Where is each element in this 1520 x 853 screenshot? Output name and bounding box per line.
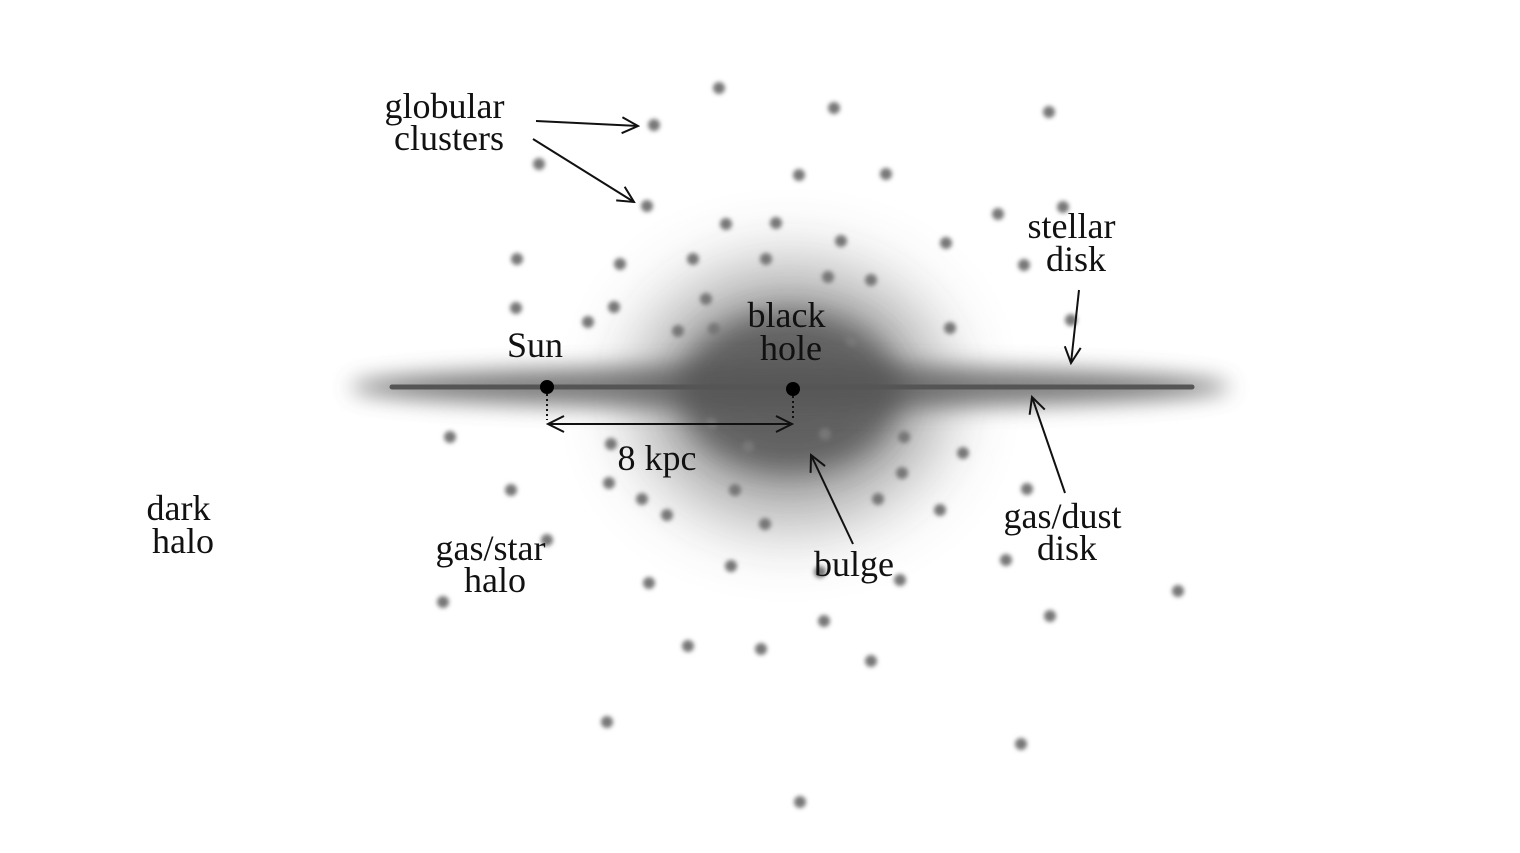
globular-cluster-dot xyxy=(1000,554,1012,566)
globular-cluster-dot xyxy=(641,200,653,212)
globular-cluster-dot xyxy=(605,438,617,450)
globular-cluster-dot xyxy=(444,431,456,443)
sun-label: Sun xyxy=(507,325,563,365)
globular-cluster-dot xyxy=(713,82,725,94)
globular-cluster-dot xyxy=(608,301,620,313)
black-hole-marker xyxy=(786,382,800,396)
globular-cluster-dot xyxy=(729,484,741,496)
globular-cluster-dot xyxy=(742,441,754,453)
globular-clusters-arrow-1 xyxy=(536,121,638,126)
globular-cluster-dot xyxy=(636,493,648,505)
globular-cluster-dot xyxy=(828,102,840,114)
globular-cluster-dot xyxy=(708,323,720,335)
globular-cluster-dot xyxy=(505,484,517,496)
globular-cluster-dot xyxy=(898,431,910,443)
globular-cluster-dot xyxy=(648,119,660,131)
black-hole-label: black hole xyxy=(748,295,835,368)
globular-cluster-dot xyxy=(846,334,858,346)
gas-star-halo-label: gas/star halo xyxy=(436,528,555,600)
globular-cluster-dot xyxy=(661,509,673,521)
globular-cluster-dot xyxy=(944,322,956,334)
globular-cluster-dot xyxy=(835,235,847,247)
globular-clusters-label: globular clusters xyxy=(385,86,514,158)
globular-cluster-dot xyxy=(822,271,834,283)
sun-marker xyxy=(540,380,554,394)
globular-cluster-dot xyxy=(794,796,806,808)
globular-cluster-dot xyxy=(894,574,906,586)
globular-cluster-dot xyxy=(934,504,946,516)
stellar-disk-label: stellar disk xyxy=(1028,206,1125,279)
globular-cluster-dot xyxy=(1043,106,1055,118)
globular-cluster-dot xyxy=(643,577,655,589)
globular-cluster-dot xyxy=(1018,259,1030,271)
globular-clusters-arrow-2 xyxy=(533,139,634,202)
globular-cluster-dot xyxy=(872,493,884,505)
globular-cluster-dot xyxy=(533,158,545,170)
globular-cluster-dot xyxy=(755,643,767,655)
bulge-label: bulge xyxy=(814,544,894,584)
globular-cluster-dot xyxy=(1044,610,1056,622)
globular-cluster-dot xyxy=(510,302,522,314)
globular-cluster-dot xyxy=(865,655,877,667)
globular-cluster-dot xyxy=(940,237,952,249)
globular-cluster-dot xyxy=(957,447,969,459)
globular-cluster-dot xyxy=(614,258,626,270)
globular-cluster-dot xyxy=(865,274,877,286)
globular-cluster-dot xyxy=(819,428,831,440)
gas-dust-disk-arrow xyxy=(1032,397,1065,493)
globular-cluster-dot xyxy=(720,218,732,230)
globular-cluster-dot xyxy=(1172,585,1184,597)
globular-cluster-dot xyxy=(700,293,712,305)
globular-cluster-dot xyxy=(582,316,594,328)
globular-cluster-dot xyxy=(896,467,908,479)
globular-cluster-dot xyxy=(687,253,699,265)
globular-cluster-dot xyxy=(793,169,805,181)
stellar-disk-arrow xyxy=(1071,290,1079,363)
globular-cluster-dot xyxy=(511,253,523,265)
globular-cluster-dot xyxy=(759,518,771,530)
globular-cluster-dot xyxy=(725,560,737,572)
distance-label: 8 kpc xyxy=(618,438,697,478)
globular-cluster-dot xyxy=(760,253,772,265)
globular-cluster-dot xyxy=(437,596,449,608)
gas-dust-disk-label: gas/dust disk xyxy=(1003,496,1130,568)
globular-cluster-dot xyxy=(1015,738,1027,750)
globular-cluster-dot xyxy=(880,168,892,180)
globular-cluster-dot xyxy=(601,716,613,728)
globular-cluster-dot xyxy=(770,217,782,229)
globular-cluster-dot xyxy=(1021,483,1033,495)
dark-halo-label: dark halo xyxy=(147,488,220,561)
globular-cluster-dot xyxy=(992,208,1004,220)
globular-cluster-dot xyxy=(603,477,615,489)
globular-cluster-dot xyxy=(672,325,684,337)
globular-cluster-dot xyxy=(682,640,694,652)
globular-cluster-dot xyxy=(818,615,830,627)
